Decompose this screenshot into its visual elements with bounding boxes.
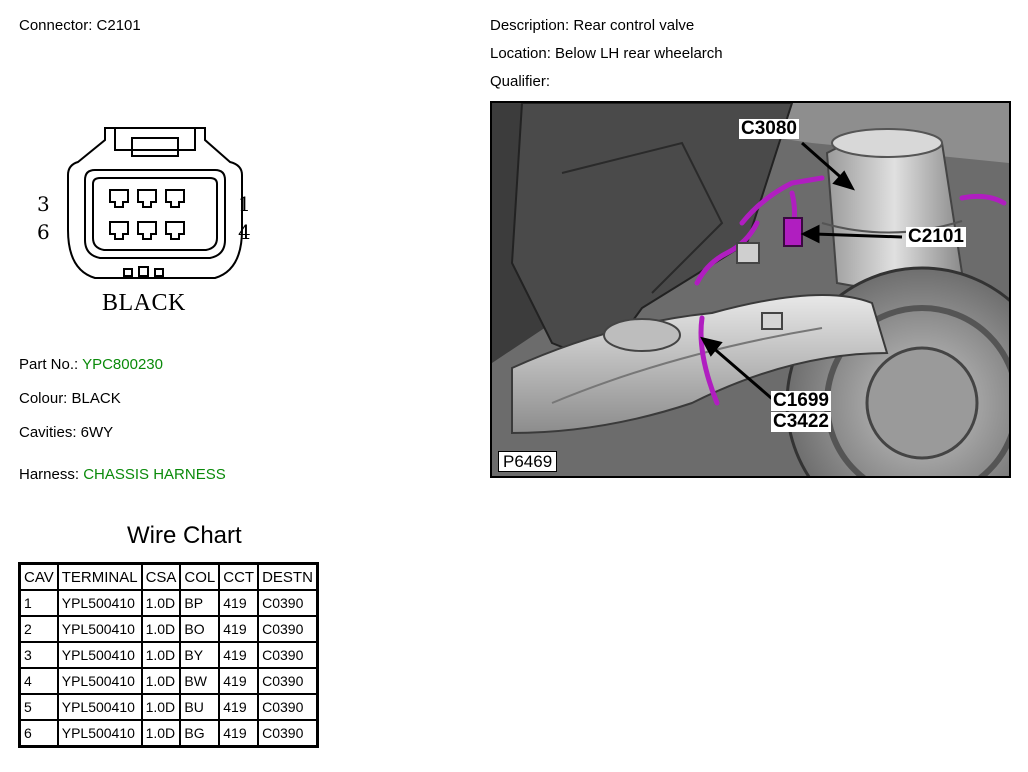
pin-label-1: 1 [238, 192, 251, 216]
cell-cct: 419 [218, 641, 260, 669]
cell-csa: 1.0D [140, 641, 182, 669]
cell-cav: 1 [18, 589, 59, 617]
table-row: 3 YPL500410 1.0D BY 419 C0390 [18, 641, 319, 669]
photo-reference: P6469 [498, 451, 558, 472]
harness: Harness: CHASSIS HARNESS [19, 466, 226, 484]
table-row: 6 YPL500410 1.0D BG 419 C0390 [18, 719, 319, 748]
cell-cct: 419 [218, 693, 260, 721]
table-row: 5 YPL500410 1.0D BU 419 C0390 [18, 693, 319, 721]
wire-chart-table: CAV TERMINAL CSA COL CCT DESTN 1 YPL5004… [18, 562, 319, 748]
header-csa: CSA [140, 562, 182, 591]
cell-col: BP [179, 589, 221, 617]
cell-destn: C0390 [257, 641, 319, 669]
cell-cav: 3 [18, 641, 59, 669]
connector-outline-drawing [67, 127, 243, 279]
callout-c3080: C3080 [739, 118, 799, 139]
cell-destn: C0390 [257, 589, 319, 617]
header-destn: DESTN [257, 562, 319, 591]
colour: Colour: BLACK [19, 390, 121, 407]
pin-label-4: 4 [238, 220, 251, 244]
cell-csa: 1.0D [140, 667, 182, 695]
pin-label-3: 3 [37, 192, 50, 216]
cell-cct: 419 [218, 589, 260, 617]
cell-csa: 1.0D [140, 615, 182, 643]
cell-destn: C0390 [257, 719, 319, 748]
cell-terminal: YPL500410 [56, 719, 143, 748]
harness-link[interactable]: CHASSIS HARNESS [83, 466, 226, 483]
cell-cav: 5 [18, 693, 59, 721]
connector-colour-label: BLACK [102, 290, 186, 316]
cell-col: BO [179, 615, 221, 643]
cell-terminal: YPL500410 [56, 589, 143, 617]
cell-destn: C0390 [257, 667, 319, 695]
header-cav: CAV [18, 562, 59, 591]
location-illustration [492, 103, 1009, 476]
part-number-label: Part No.: [19, 356, 79, 373]
cell-csa: 1.0D [140, 719, 182, 748]
cell-cav: 2 [18, 615, 59, 643]
cell-destn: C0390 [257, 693, 319, 721]
cavities: Cavities: 6WY [19, 424, 114, 441]
header-terminal: TERMINAL [56, 562, 143, 591]
connector-id: Connector: C2101 [19, 17, 141, 34]
cell-cct: 419 [218, 667, 260, 695]
cell-col: BU [179, 693, 221, 721]
cell-terminal: YPL500410 [56, 641, 143, 669]
cell-cav: 6 [18, 719, 59, 748]
wire-chart-title: Wire Chart [127, 522, 242, 549]
location: Location: Below LH rear wheelarch [490, 45, 723, 62]
table-row: 4 YPL500410 1.0D BW 419 C0390 [18, 667, 319, 695]
table-row: 1 YPL500410 1.0D BP 419 C0390 [18, 589, 319, 617]
cell-csa: 1.0D [140, 589, 182, 617]
pin-label-6: 6 [37, 220, 50, 244]
qualifier: Qualifier: [490, 73, 551, 90]
cell-csa: 1.0D [140, 693, 182, 721]
header-cct: CCT [218, 562, 260, 591]
location-photo: C3080 C2101 C1699 C3422 P6469 [490, 101, 1011, 478]
cell-col: BW [179, 667, 221, 695]
callout-c1699: C1699 [771, 390, 831, 411]
connector-face-diagram: 3 6 1 4 BLACK [30, 120, 270, 330]
part-number: Part No.: YPC800230 [19, 356, 163, 374]
cell-col: BY [179, 641, 221, 669]
cell-cav: 4 [18, 667, 59, 695]
callout-c2101: C2101 [906, 226, 966, 247]
part-number-link[interactable]: YPC800230 [82, 356, 163, 373]
description: Description: Rear control valve [490, 17, 695, 34]
table-row: 2 YPL500410 1.0D BO 419 C0390 [18, 615, 319, 643]
cell-terminal: YPL500410 [56, 667, 143, 695]
cell-terminal: YPL500410 [56, 615, 143, 643]
wire-chart-header-row: CAV TERMINAL CSA COL CCT DESTN [18, 562, 319, 591]
harness-label: Harness: [19, 466, 80, 483]
cell-terminal: YPL500410 [56, 693, 143, 721]
header-col: COL [179, 562, 221, 591]
cell-cct: 419 [218, 615, 260, 643]
cell-cct: 419 [218, 719, 260, 748]
callout-c3422: C3422 [771, 411, 831, 432]
cell-col: BG [179, 719, 221, 748]
cell-destn: C0390 [257, 615, 319, 643]
